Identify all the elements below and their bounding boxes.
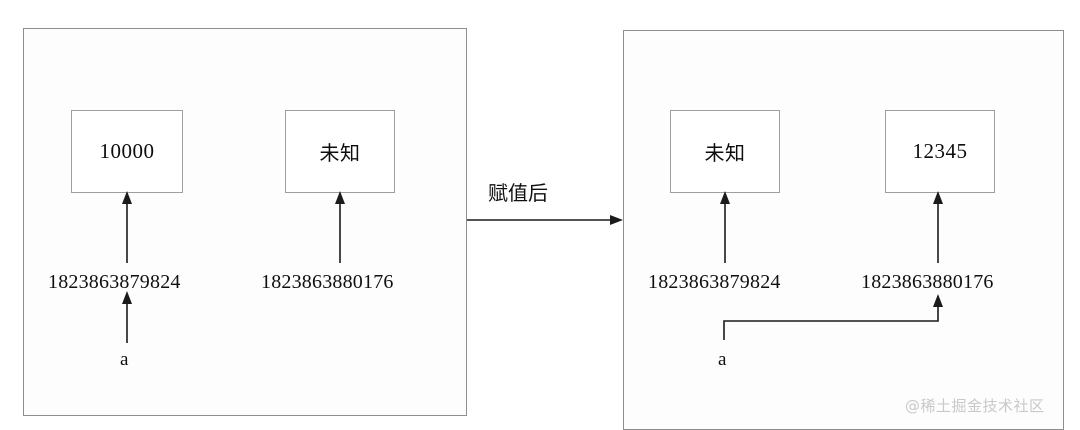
- state-after-assignment-panel: [623, 30, 1064, 430]
- transition-label: 赋值后: [488, 181, 548, 205]
- address-label-1823863880176-before: 1823863880176: [261, 271, 394, 293]
- variable-label-a-after: a: [718, 349, 727, 370]
- watermark-text: @稀土掘金技术社区: [905, 397, 1045, 415]
- transition-arrow: [467, 215, 623, 225]
- value-box-unknown-before: 未知: [285, 110, 395, 193]
- address-label-1823863880176-after: 1823863880176: [861, 271, 994, 293]
- value-box-unknown-after: 未知: [670, 110, 780, 193]
- value-box-12345: 12345: [885, 110, 995, 193]
- address-label-1823863879824-after: 1823863879824: [648, 271, 781, 293]
- address-label-1823863879824-before: 1823863879824: [48, 271, 181, 293]
- state-before-assignment-panel: [23, 28, 467, 416]
- variable-label-a-before: a: [120, 349, 129, 370]
- value-box-10000: 10000: [71, 110, 183, 193]
